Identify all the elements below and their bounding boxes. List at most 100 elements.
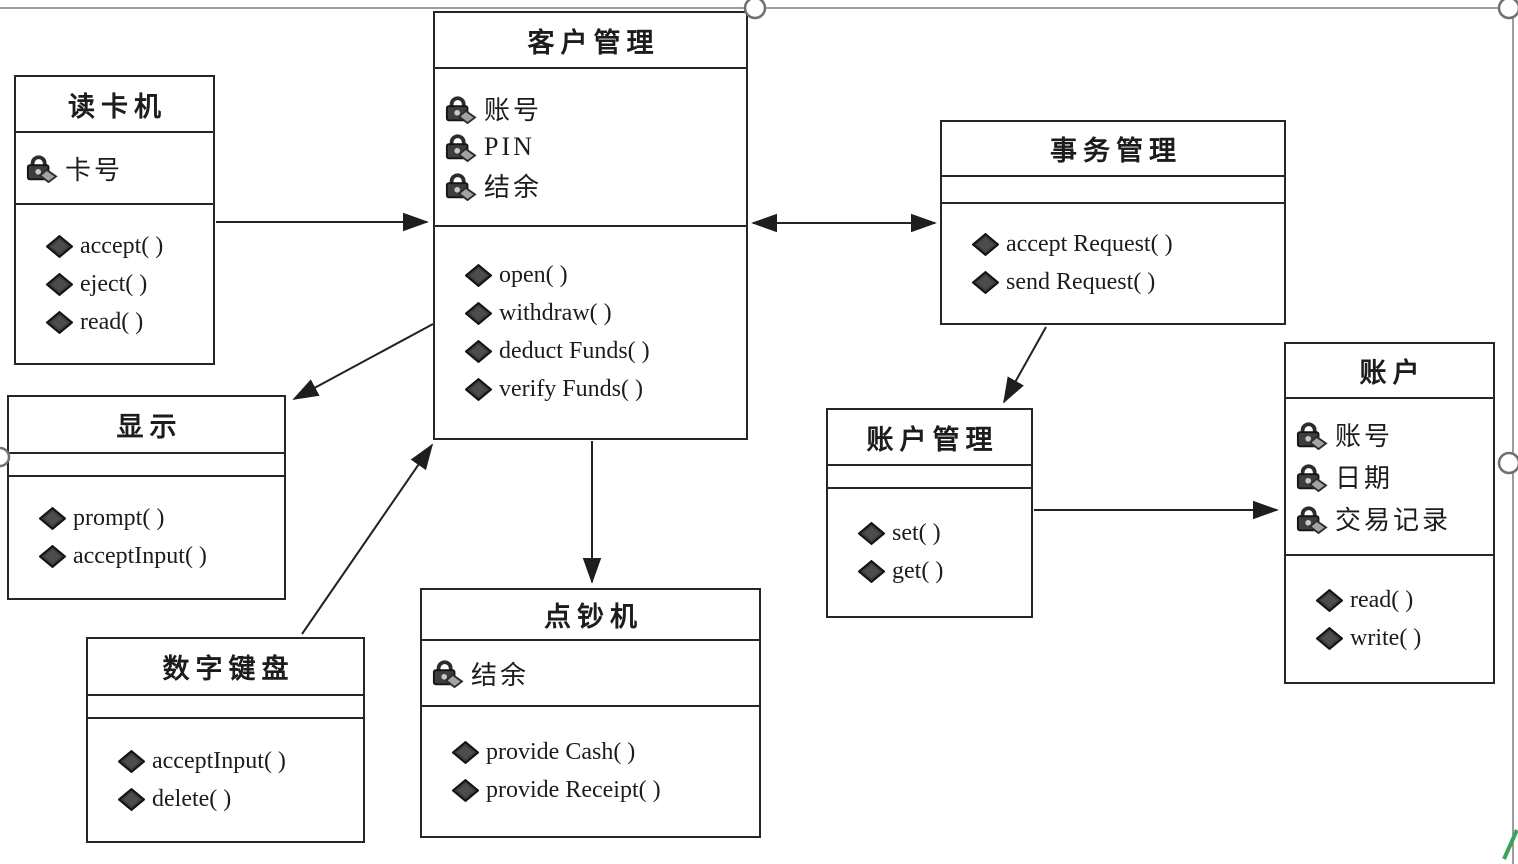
attribute-label: 账号 [1335, 422, 1394, 451]
connection-numeric-keypad-to-customer-management[interactable] [301, 443, 434, 635]
method-label: accept Request( ) [1006, 231, 1173, 257]
diamond-icon [118, 750, 145, 773]
attributes-compartment-empty [828, 466, 1031, 489]
method-row: provide Receipt( ) [452, 777, 755, 804]
method-label: acceptInput( ) [152, 747, 286, 774]
selection-handle-top-center[interactable] [743, 0, 767, 20]
class-title: 显示 [9, 397, 284, 454]
padlock-key-icon [443, 132, 477, 162]
diamond-icon [46, 311, 73, 334]
diamond-icon [465, 302, 492, 325]
method-label: send Request( ) [1006, 269, 1156, 295]
class-box-display[interactable]: 显示 prompt( ) acceptInput( ) [7, 395, 286, 600]
diamond-icon [465, 378, 492, 401]
method-row: provide Cash( ) [452, 739, 755, 766]
diamond-icon [465, 340, 492, 363]
class-box-cash-dispenser[interactable]: 点钞机 结余 provide Cash( ) provide Receipt( … [420, 588, 761, 838]
class-box-customer-management[interactable]: 客户管理 账号 PIN 结余 open( ) withdraw( ) [433, 11, 748, 440]
methods-compartment: accept( ) eject( ) read( ) [16, 205, 213, 363]
class-box-account[interactable]: 账户 账号 日期 交易记录 read( ) write( ) [1284, 342, 1495, 684]
method-label: delete( ) [152, 785, 232, 812]
method-row: delete( ) [118, 786, 359, 813]
method-label: prompt( ) [73, 505, 165, 531]
selection-handle-middle-right[interactable] [1497, 451, 1518, 475]
method-row: eject( ) [46, 271, 209, 298]
padlock-key-icon [430, 658, 464, 688]
method-label: get( ) [892, 558, 944, 584]
method-row: read( ) [46, 309, 209, 336]
attribute-label: 账号 [484, 96, 543, 125]
method-label: open( ) [499, 262, 568, 288]
attribute-row: 卡号 [24, 150, 209, 187]
attribute-row: 账号 [443, 90, 742, 127]
method-label: provide Receipt( ) [486, 777, 661, 803]
method-label: write( ) [1350, 624, 1422, 651]
diamond-icon [465, 264, 492, 287]
methods-compartment: set( ) get( ) [828, 489, 1031, 616]
diamond-icon [1316, 589, 1343, 612]
methods-compartment: read( ) write( ) [1286, 556, 1493, 682]
attribute-row: PIN [443, 132, 742, 162]
green-cursor-mark [1502, 829, 1518, 860]
attribute-label: 结余 [471, 660, 530, 690]
attribute-row: 结余 [430, 655, 755, 692]
method-label: read( ) [1350, 586, 1414, 613]
attribute-label: 日期 [1335, 464, 1394, 493]
diamond-icon [39, 545, 66, 568]
attributes-compartment: 账号 日期 交易记录 [1286, 399, 1493, 556]
class-box-account-management[interactable]: 账户管理 set( ) get( ) [826, 408, 1033, 618]
method-label: verify Funds( ) [499, 376, 643, 402]
padlock-key-icon [1294, 420, 1328, 450]
diamond-icon [39, 507, 66, 530]
attribute-row: 账号 [1294, 416, 1489, 453]
class-title: 账户 [1286, 344, 1493, 399]
diamond-icon [858, 522, 885, 545]
connection-transaction-management-to-account-management[interactable] [1003, 326, 1047, 404]
selection-handle-top-right[interactable] [1497, 0, 1518, 20]
padlock-key-icon [1294, 462, 1328, 492]
class-title: 读卡机 [16, 77, 213, 133]
diamond-icon [452, 779, 479, 802]
diamond-icon [858, 560, 885, 583]
padlock-key-icon [24, 153, 58, 183]
attribute-label: PIN [484, 132, 535, 161]
method-label: read( ) [80, 308, 144, 335]
padlock-key-icon [443, 171, 477, 201]
padlock-key-icon [1294, 504, 1328, 534]
method-row: open( ) [465, 262, 742, 289]
method-row: withdraw( ) [465, 300, 742, 327]
method-row: set( ) [858, 520, 1027, 547]
class-title: 账户管理 [828, 410, 1031, 466]
method-row: read( ) [1316, 587, 1489, 614]
diamond-icon [972, 271, 999, 294]
attribute-row: 交易记录 [1294, 500, 1489, 537]
attributes-compartment-empty [9, 454, 284, 477]
attribute-label: 交易记录 [1335, 506, 1452, 535]
class-box-card-reader[interactable]: 读卡机 卡号 accept( ) eject( ) read( ) [14, 75, 215, 365]
methods-compartment: prompt( ) acceptInput( ) [9, 477, 284, 598]
method-label: accept( ) [80, 232, 164, 259]
methods-compartment: open( ) withdraw( ) deduct Funds( ) veri… [435, 227, 746, 438]
methods-compartment: provide Cash( ) provide Receipt( ) [422, 707, 759, 836]
attributes-compartment: 卡号 [16, 133, 213, 205]
class-title: 数字键盘 [88, 639, 363, 696]
method-label: withdraw( ) [499, 300, 612, 326]
class-box-numeric-keypad[interactable]: 数字键盘 acceptInput( ) delete( ) [86, 637, 365, 843]
attributes-compartment: 结余 [422, 641, 759, 707]
method-label: eject( ) [80, 270, 148, 297]
class-box-transaction-management[interactable]: 事务管理 accept Request( ) send Request( ) [940, 120, 1286, 325]
method-row: acceptInput( ) [39, 543, 280, 570]
methods-compartment: accept Request( ) send Request( ) [942, 204, 1284, 323]
method-label: deduct Funds( ) [499, 338, 650, 364]
attribute-row: 结余 [443, 167, 742, 204]
class-title: 客户管理 [435, 13, 746, 69]
method-row: accept( ) [46, 233, 209, 260]
attribute-row: 日期 [1294, 458, 1489, 495]
method-row: acceptInput( ) [118, 748, 359, 775]
diamond-icon [452, 741, 479, 764]
attribute-label: 卡号 [65, 155, 124, 185]
diamond-icon [1316, 627, 1343, 650]
method-row: write( ) [1316, 625, 1489, 652]
connection-customer-management-to-display[interactable] [292, 323, 434, 400]
